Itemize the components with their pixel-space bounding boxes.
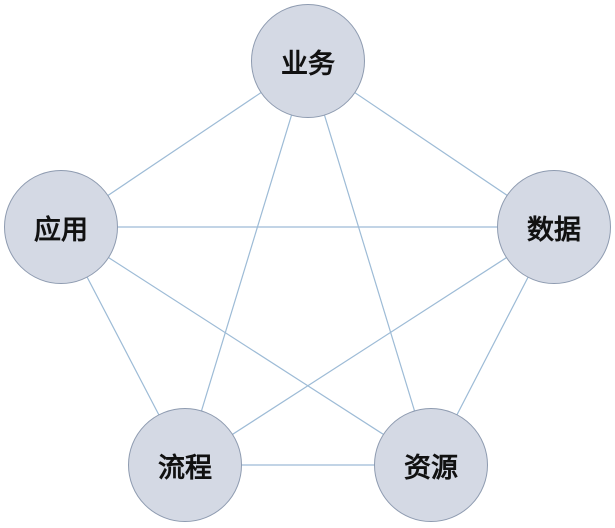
node-shuju: 数据 (497, 170, 611, 284)
edge-shuju-liucheng (184, 226, 555, 466)
node-yewu: 业务 (251, 4, 365, 118)
edge-ziyuan-yingyong (60, 226, 432, 466)
node-liucheng: 流程 (128, 408, 242, 522)
node-yingyong: 应用 (4, 170, 118, 284)
node-ziyuan: 资源 (374, 408, 488, 522)
edge-yewu-ziyuan (307, 60, 432, 466)
edge-yewu-liucheng (184, 60, 309, 466)
